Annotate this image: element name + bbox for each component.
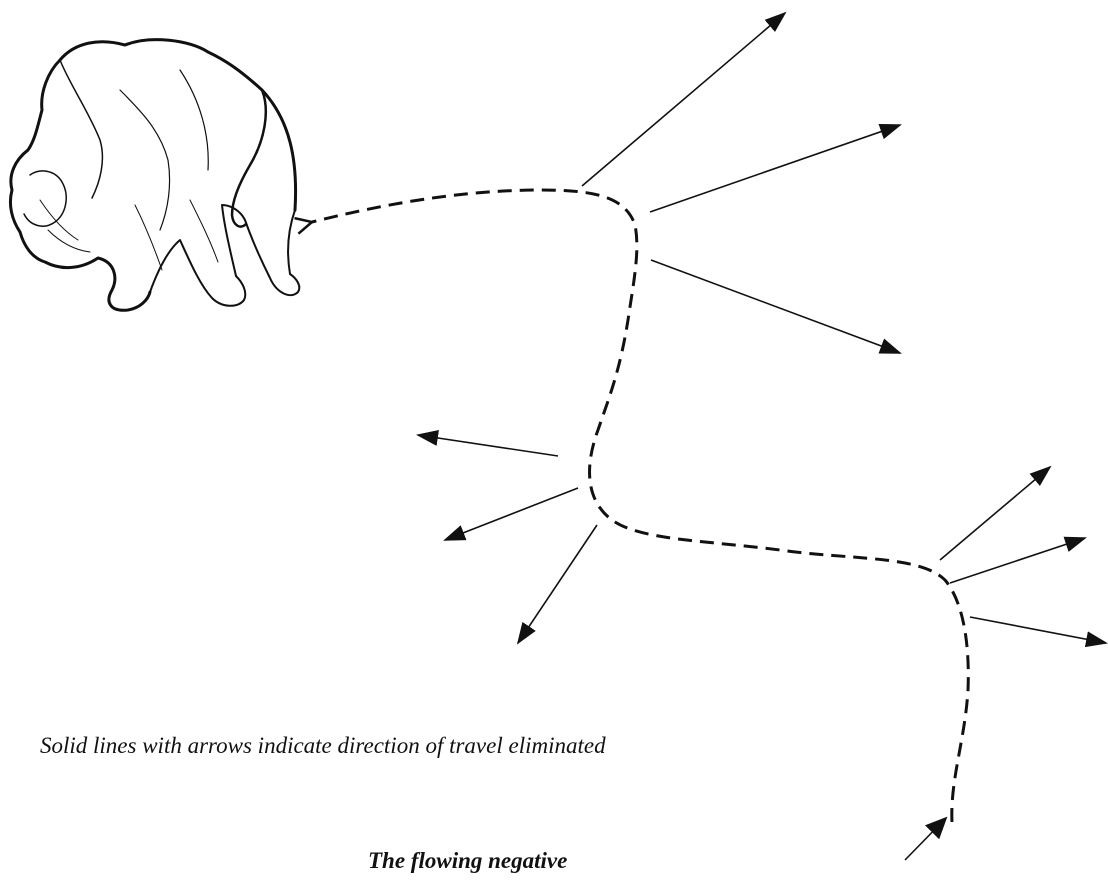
eliminated-direction-arrow	[650, 125, 900, 212]
eliminated-direction-arrow	[445, 488, 578, 540]
start-arrow	[905, 818, 946, 860]
eliminated-direction-arrow	[940, 467, 1050, 560]
eliminated-direction-arrow	[950, 538, 1085, 583]
eliminated-direction-arrow	[418, 435, 558, 456]
eliminated-direction-arrow	[651, 260, 900, 353]
tracking-dog-illustration	[10, 40, 299, 311]
eliminated-direction-arrow	[582, 13, 785, 186]
eliminated-direction-arrow	[518, 525, 597, 643]
figure-caption: The flowing negative	[368, 848, 567, 874]
trail-path	[312, 190, 968, 822]
legend-caption: Solid lines with arrows indicate directi…	[40, 733, 606, 759]
eliminated-direction-arrow	[970, 617, 1106, 643]
